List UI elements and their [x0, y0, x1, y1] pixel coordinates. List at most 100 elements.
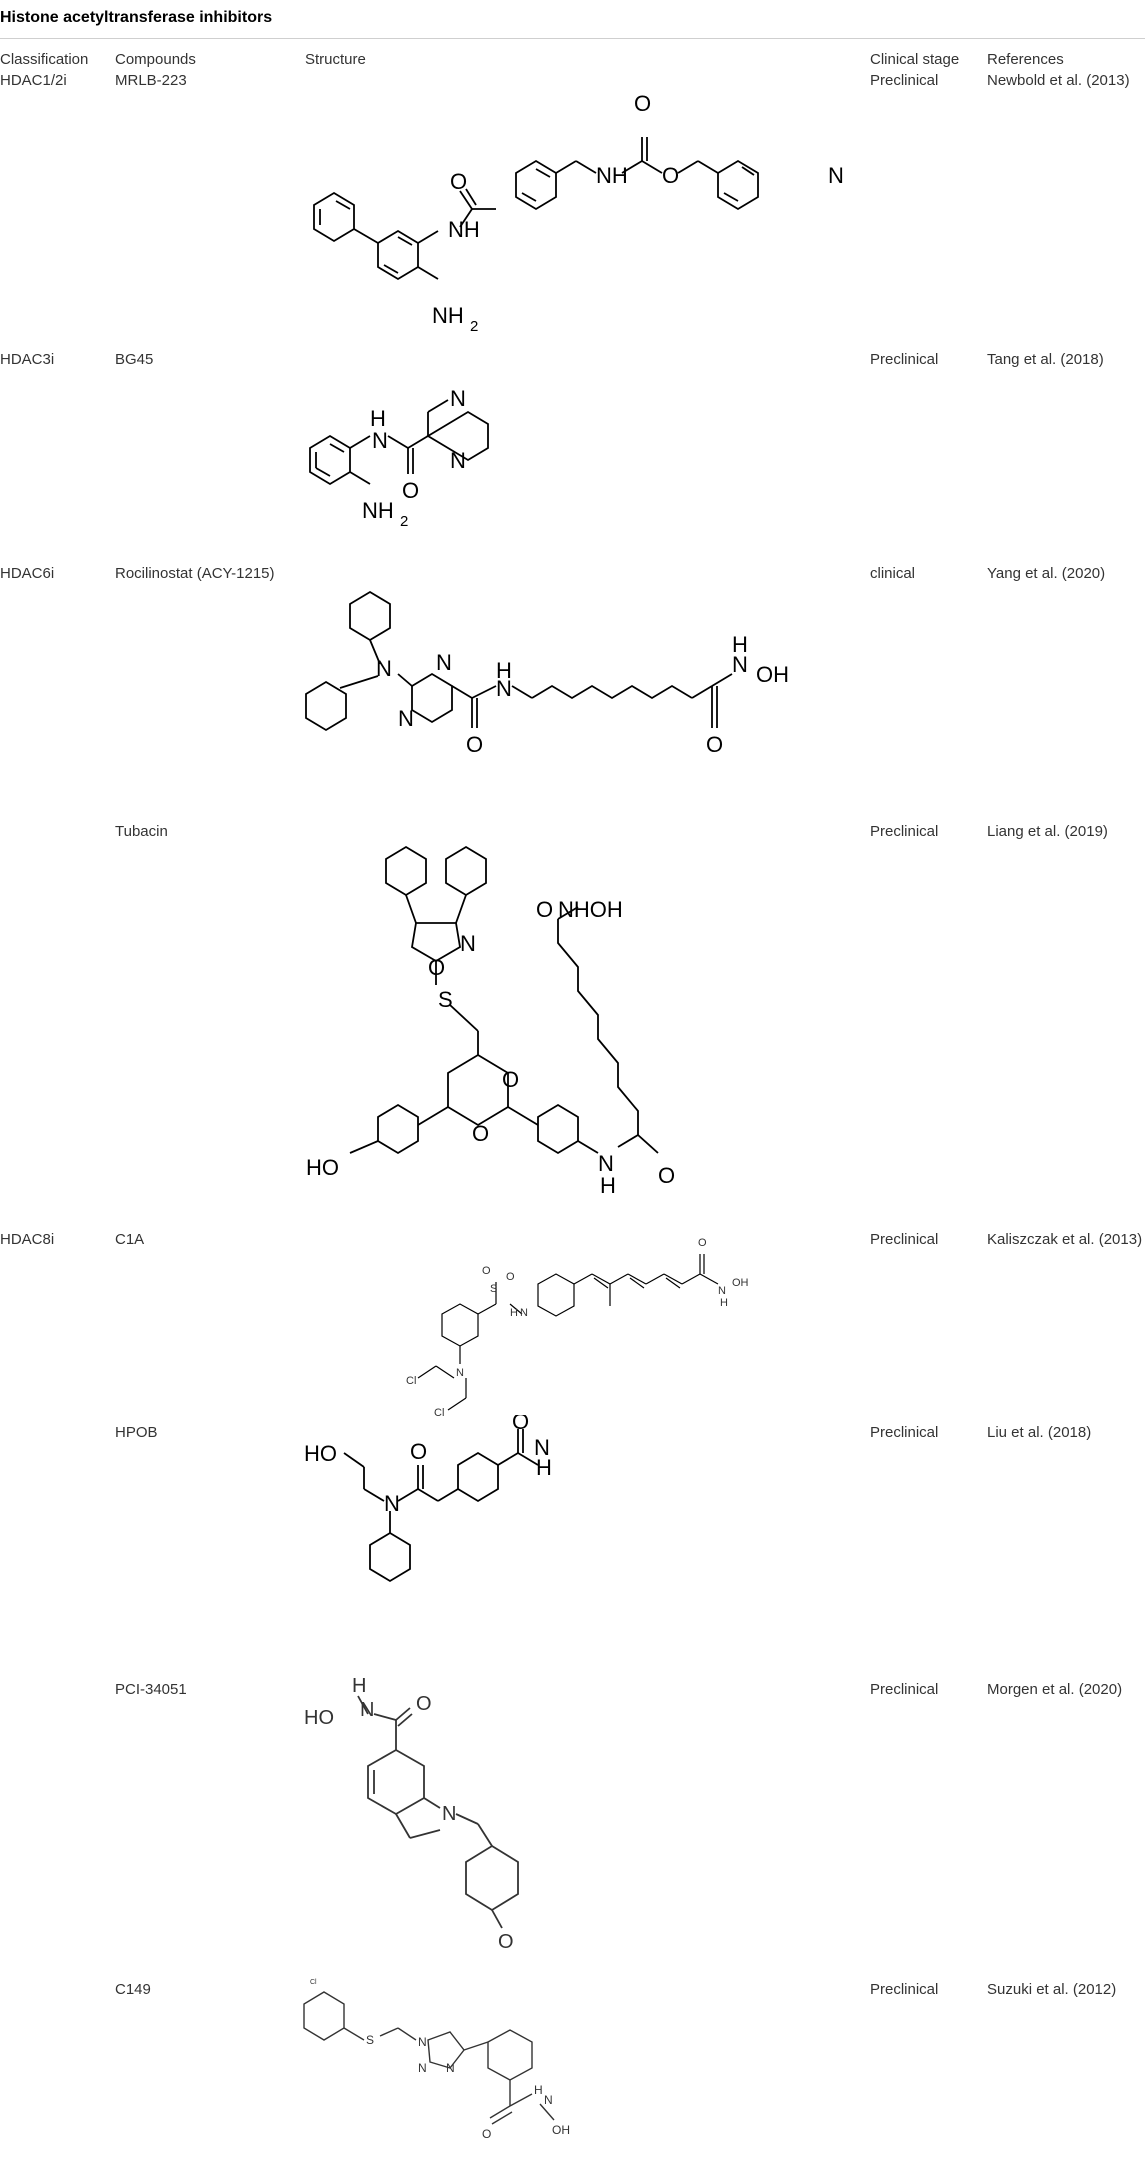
row-classification: HDAC1/2i — [0, 72, 67, 89]
header-references: References — [987, 51, 1064, 68]
label-o: O — [428, 955, 445, 980]
row-reference: Morgen et al. (2020) — [987, 1681, 1123, 1698]
row-classification: HDAC6i — [0, 565, 55, 582]
label-n: N — [828, 163, 844, 188]
label-o: O — [472, 1121, 489, 1146]
row-compound: HPOB — [115, 1424, 158, 1441]
label-n: N — [450, 386, 466, 411]
structure-mrlb-223: NH O NH 2 NH O O N — [313, 91, 844, 335]
structure-c1a: S O O H N O N H OH N Cl Cl — [406, 1237, 749, 1419]
label-n: N — [384, 1491, 400, 1516]
label-cl: Cl — [406, 1375, 416, 1387]
row-clinical-stage: Preclinical — [870, 72, 939, 89]
label-o: O — [482, 1265, 491, 1277]
label-n: N — [496, 676, 512, 701]
label-oh: OH — [552, 2123, 570, 2137]
label-n: N — [360, 1699, 374, 1721]
row-reference: Liang et al. (2019) — [987, 823, 1108, 840]
label-o: O — [698, 1237, 707, 1249]
label-n: N — [456, 1367, 464, 1379]
row-clinical-stage: Preclinical — [870, 1231, 939, 1248]
structure-pci-34051: H N O HO N O — [304, 1675, 519, 1953]
label-n: N — [442, 1803, 456, 1825]
label-o: O — [662, 163, 679, 188]
row-reference: Kaliszczak et al. (2013) — [987, 1231, 1143, 1248]
row-clinical-stage: Preclinical — [870, 1424, 939, 1441]
label-o: O — [416, 1693, 432, 1715]
label-n: N — [732, 652, 748, 677]
row-reference: Newbold et al. (2013) — [987, 72, 1130, 89]
structure-tubacin: O N S O NHOH O O HO N H O — [306, 845, 675, 1198]
label-o: O — [466, 732, 483, 757]
label-o: O — [658, 1163, 675, 1188]
label-ho: HO — [304, 1707, 334, 1729]
label-nh2: NH — [362, 498, 394, 523]
label-oh: OH — [756, 662, 789, 687]
structure-rocilinostat: N N N N H O O H N OH — [305, 590, 789, 757]
structure-bg45: H N O N N NH 2 — [309, 386, 489, 530]
structure-c149: Cl S N N N O H N OH — [303, 1979, 570, 2141]
row-compound: BG45 — [115, 351, 154, 368]
label-sub2: 2 — [470, 318, 478, 335]
label-s: S — [366, 2033, 374, 2047]
label-o: O — [450, 169, 467, 194]
structure-hpob: HO O N O N H — [304, 1415, 552, 1583]
header-compounds: Compounds — [115, 51, 196, 68]
label-h: H — [534, 2083, 543, 2097]
label-n: N — [446, 2061, 455, 2075]
row-classification: HDAC8i — [0, 1231, 55, 1248]
header-clinical-stage: Clinical stage — [870, 51, 960, 68]
label-nh: NH — [448, 217, 480, 242]
label-n: N — [544, 2093, 553, 2107]
label-n: N — [436, 650, 452, 675]
label-o: O — [402, 478, 419, 503]
label-h: H — [536, 1455, 552, 1480]
label-n: N — [372, 428, 388, 453]
label-n: N — [534, 1435, 550, 1460]
row-compound: MRLB-223 — [115, 72, 187, 89]
label-h: H — [370, 406, 386, 431]
row-clinical-stage: Preclinical — [870, 1681, 939, 1698]
row-reference: Liu et al. (2018) — [987, 1424, 1092, 1441]
row-reference: Suzuki et al. (2012) — [987, 1981, 1117, 1998]
label-nh2: NH — [432, 303, 464, 328]
label-h: H — [352, 1675, 366, 1697]
row-clinical-stage: Preclinical — [870, 351, 939, 368]
row-clinical-stage: Preclinical — [870, 823, 939, 840]
label-n: N — [718, 1285, 726, 1297]
row-compound: Tubacin — [115, 823, 168, 840]
label-cl: Cl — [434, 1407, 444, 1419]
row-reference: Yang et al. (2020) — [987, 565, 1106, 582]
label-n: N — [376, 656, 392, 681]
label-n: N — [520, 1307, 528, 1319]
label-ho: HO — [306, 1155, 339, 1180]
label-ho: HO — [304, 1441, 337, 1466]
label-n: N — [460, 931, 476, 956]
label-o: O — [512, 1415, 529, 1434]
title-rule — [0, 38, 1145, 39]
label-n: N — [418, 2035, 427, 2049]
label-oh: OH — [732, 1277, 749, 1289]
label-h: H — [732, 632, 748, 657]
label-n: N — [398, 706, 414, 731]
label-s: S — [438, 987, 453, 1012]
row-compound: C1A — [115, 1231, 145, 1248]
label-o: O — [506, 1271, 515, 1283]
table-title: Histone acetyltransferase inhibitors — [0, 9, 273, 26]
row-compound: PCI-34051 — [115, 1681, 187, 1698]
label-h: H — [720, 1297, 728, 1309]
label-o: O — [634, 91, 651, 116]
header-structure: Structure — [305, 51, 366, 68]
label-cl: Cl — [310, 1979, 317, 1986]
label-s: S — [490, 1283, 497, 1295]
row-classification: HDAC3i — [0, 351, 55, 368]
label-h: H — [600, 1173, 616, 1198]
label-o: O — [410, 1439, 427, 1464]
row-reference: Tang et al. (2018) — [987, 351, 1104, 368]
header-classification: Classification — [0, 51, 89, 68]
row-clinical-stage: Preclinical — [870, 1981, 939, 1998]
label-n: N — [418, 2061, 427, 2075]
row-compound: C149 — [115, 1981, 151, 1998]
label-sub2: 2 — [400, 513, 408, 530]
label-o: O — [706, 732, 723, 757]
